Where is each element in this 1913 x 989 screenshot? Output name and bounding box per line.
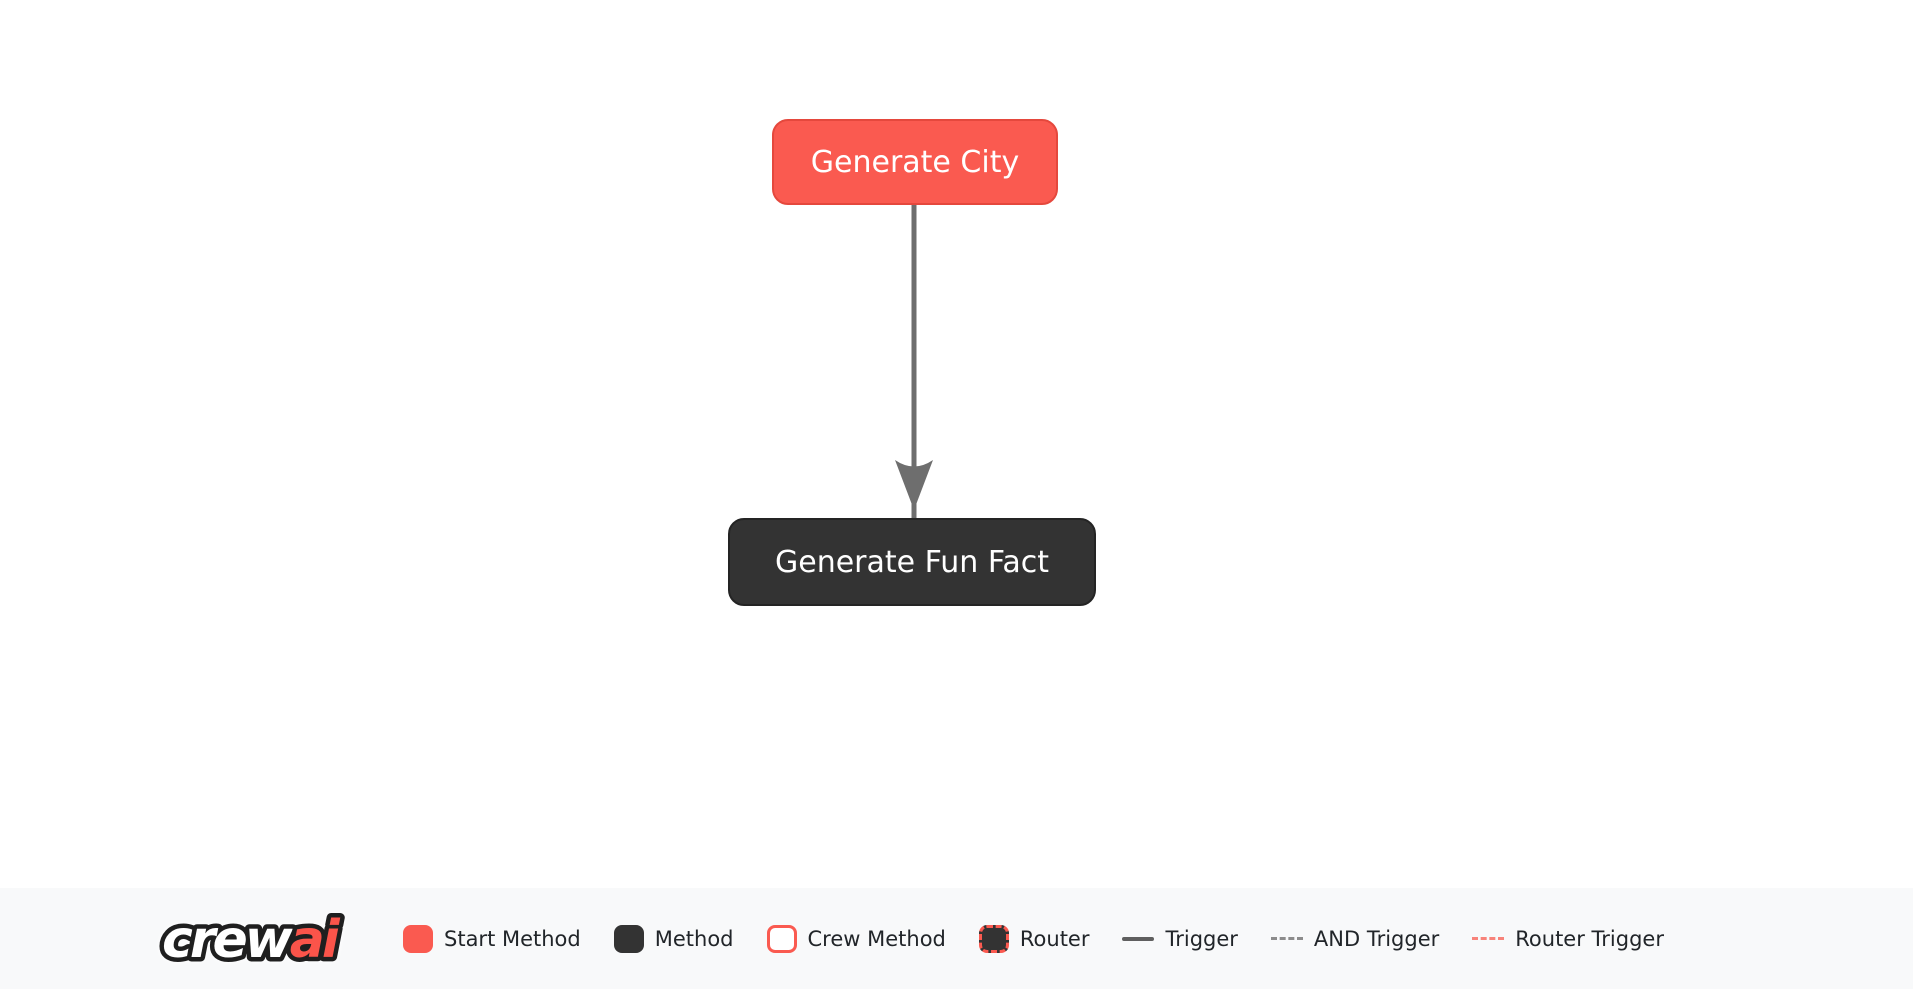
legend-label: Method <box>654 926 734 951</box>
trigger-line-icon <box>1122 936 1155 941</box>
router-trigger-line-icon <box>1472 937 1505 940</box>
logo-text-crew: crew <box>162 910 294 970</box>
legend-item-method: Method <box>613 924 734 953</box>
logo-text-ai: ai <box>290 910 341 970</box>
legend-label: Trigger <box>1165 926 1238 951</box>
flow-node-generate-fun-fact[interactable]: Generate Fun Fact <box>728 518 1096 606</box>
node-label: Generate City <box>810 144 1020 180</box>
legend-label: Router Trigger <box>1515 926 1664 951</box>
legend-label: Start Method <box>444 926 581 951</box>
legend-item-router-trigger: Router Trigger <box>1472 927 1664 951</box>
legend-item-trigger: Trigger <box>1122 926 1238 951</box>
and-trigger-line-icon <box>1270 937 1303 940</box>
legend-item-router: Router <box>978 924 1090 953</box>
method-swatch-icon <box>613 924 644 953</box>
legend-item-crew-method: Crew Method <box>766 924 946 953</box>
router-swatch-icon <box>978 924 1009 953</box>
svg-text:crewai: crewai <box>162 910 341 970</box>
crewai-logo: crewai <box>158 905 348 974</box>
legend-item-start-method: Start Method <box>403 924 581 953</box>
node-label: Generate Fun Fact <box>775 544 1049 580</box>
legend-footer: crewai Start Method Method Crew Method R… <box>0 888 1913 989</box>
legend-label: AND Trigger <box>1313 926 1440 951</box>
start-method-swatch-icon <box>403 924 433 953</box>
flow-canvas[interactable]: Generate City Generate Fun Fact <box>0 0 1913 888</box>
legend-label: Crew Method <box>807 926 946 951</box>
arrow-head-icon <box>895 460 933 510</box>
crew-method-swatch-icon <box>766 924 797 953</box>
legend-label: Router <box>1019 926 1090 951</box>
legend-item-and-trigger: AND Trigger <box>1270 926 1440 951</box>
flow-node-generate-city[interactable]: Generate City <box>772 119 1058 205</box>
